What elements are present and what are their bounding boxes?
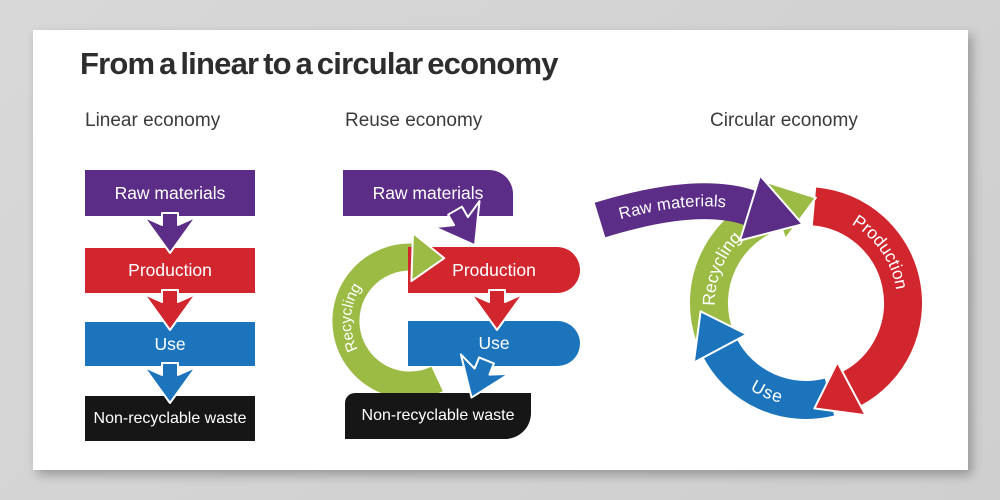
arrowhead-shape	[410, 232, 446, 283]
linear-production-box: Production	[85, 248, 255, 293]
heading-reuse-economy: Reuse economy	[345, 110, 483, 131]
down-arrow-icon	[143, 289, 197, 331]
arrow-shape	[433, 200, 481, 247]
down-arrow-icon	[433, 200, 481, 247]
circular-economy-diagram: Raw materials Production Use Recycling	[594, 174, 922, 419]
down-arrow-icon	[143, 362, 197, 404]
reuse-waste-box: Non-recyclable waste	[345, 393, 531, 439]
raw-materials-arrowhead-icon	[739, 174, 804, 242]
down-arrow-icon	[459, 353, 511, 399]
production-arc	[812, 187, 922, 406]
raw-materials-band	[594, 183, 756, 238]
arrow-shape	[143, 362, 197, 404]
arrow-shape	[470, 289, 524, 331]
use-arrowhead-icon	[692, 310, 748, 364]
use-arc	[703, 339, 835, 419]
arrow-shape	[143, 289, 197, 331]
arrow-shape	[143, 212, 197, 254]
heading-linear-economy: Linear economy	[85, 110, 221, 131]
heading-circular-economy: Circular economy	[710, 110, 858, 131]
page-title: From a linear to a circular economy	[80, 46, 559, 81]
recycling-loop-band	[332, 243, 443, 399]
down-arrow-icon	[143, 212, 197, 254]
recycling-loop-arrowhead-icon	[410, 232, 446, 283]
production-arrowhead-icon	[813, 361, 867, 417]
recycling-loop-arrow: Recycling	[332, 243, 443, 399]
linear-raw-materials-box: Raw materials	[85, 170, 255, 216]
reuse-use-box: Use	[408, 321, 580, 366]
infographic-card: From a linear to a circular economy Line…	[33, 30, 968, 470]
reuse-raw-materials-box: Raw materials	[343, 170, 513, 216]
down-arrow-icon	[470, 289, 524, 331]
arrow-shape	[459, 353, 511, 399]
